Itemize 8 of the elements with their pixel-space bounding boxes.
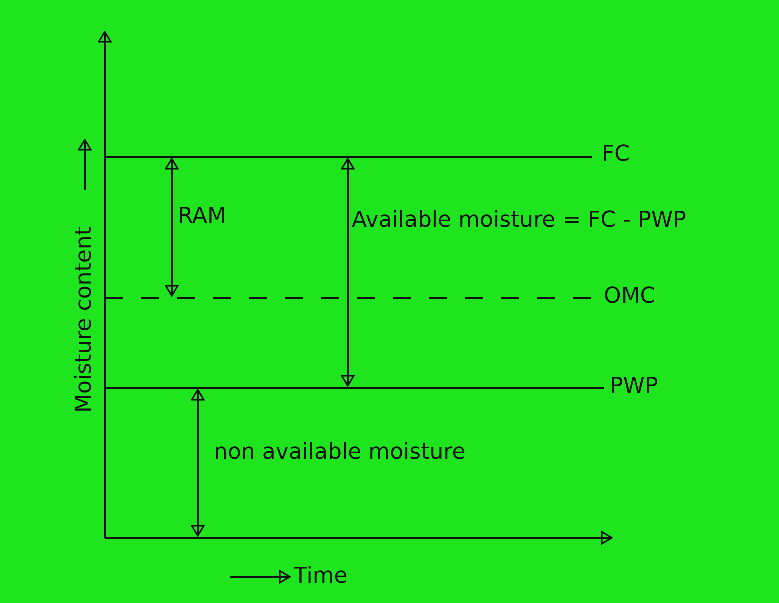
dimension-label: RAM	[178, 204, 226, 230]
level-label: FC	[602, 142, 630, 168]
level-label: OMC	[604, 284, 656, 310]
dimension-label: Available moisture = FC - PWP	[352, 208, 686, 234]
level-label: PWP	[610, 374, 658, 400]
axis-label: Moisture content	[72, 227, 98, 413]
axis-label: Time	[294, 564, 348, 590]
dimension-label: non available moisture	[214, 440, 466, 466]
